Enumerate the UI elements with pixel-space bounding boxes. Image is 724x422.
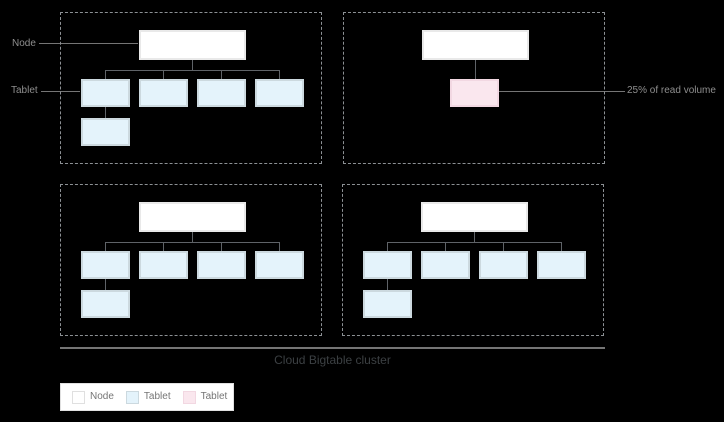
legend-label: Tablet (200, 391, 228, 402)
node-box (422, 30, 529, 60)
connector-line (221, 242, 222, 251)
tablet-box (363, 290, 412, 318)
tablet-box (255, 79, 304, 107)
tablet-box (197, 251, 246, 279)
node-box (139, 202, 246, 232)
node-group-1 (60, 12, 322, 164)
connector-line (163, 242, 164, 251)
tablet-box (81, 118, 130, 146)
connector-line (387, 242, 388, 251)
cluster-title: Cloud Bigtable cluster (274, 353, 391, 367)
tablet-box (255, 251, 304, 279)
legend-item-hot-tablet: Tablet (182, 390, 228, 404)
tablet-box (363, 251, 412, 279)
connector-line (192, 60, 193, 70)
tablet-swatch (125, 390, 139, 404)
tablet-box (81, 251, 130, 279)
legend-item-node: Node (72, 390, 114, 404)
hot-tablet-annotation-label: 25% of read volume (627, 85, 716, 96)
connector-line (387, 279, 388, 290)
tablet-annotation-label: Tablet (11, 85, 38, 96)
node-group-4 (342, 184, 604, 336)
tablet-box (537, 251, 586, 279)
tablet-box (81, 79, 130, 107)
node-leader-line (39, 43, 138, 44)
tablet-box (139, 251, 188, 279)
node-box (421, 202, 528, 232)
connector-line (474, 232, 475, 242)
connector-line (221, 70, 222, 79)
tablet-box (197, 79, 246, 107)
tablet-box (139, 79, 188, 107)
node-swatch (72, 390, 85, 404)
cluster-baseline (60, 347, 605, 349)
hot-tablet-box (450, 79, 499, 107)
connector-line (561, 242, 562, 251)
tablet-box (421, 251, 470, 279)
legend-label: Node (90, 391, 114, 402)
node-group-2 (343, 12, 605, 164)
hot-tablet-swatch (182, 390, 196, 404)
connector-line (163, 70, 164, 79)
legend: Node Tablet Tablet (60, 383, 234, 411)
hot-tablet-leader-line (497, 91, 625, 92)
connector-line (192, 232, 193, 242)
connector-line (503, 242, 504, 251)
connector-line (279, 242, 280, 251)
connector-line (105, 70, 280, 71)
legend-item-tablet: Tablet (125, 390, 171, 404)
connector-line (475, 60, 476, 79)
connector-line (105, 107, 106, 118)
connector-line (279, 70, 280, 79)
node-group-3 (60, 184, 322, 336)
connector-line (105, 279, 106, 290)
connector-line (445, 242, 446, 251)
connector-line (387, 242, 562, 243)
legend-label: Tablet (143, 391, 171, 402)
node-annotation-label: Node (12, 38, 36, 49)
tablet-box (479, 251, 528, 279)
connector-line (105, 70, 106, 79)
node-box (139, 30, 246, 60)
tablet-box (81, 290, 130, 318)
connector-line (105, 242, 106, 251)
connector-line (105, 242, 280, 243)
